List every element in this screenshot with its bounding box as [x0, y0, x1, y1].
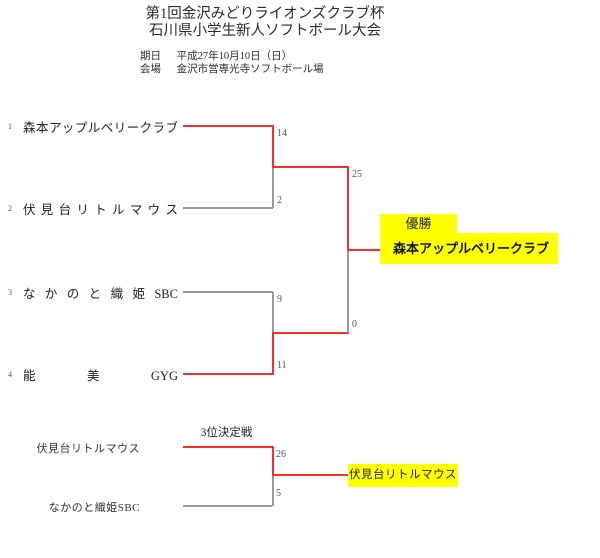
semifinal2-vertical-winner	[272, 333, 274, 375]
venue-row: 会場 金沢市営専光寺ソフトボール場	[140, 63, 324, 76]
third-place-title: 3位決定戦	[200, 427, 253, 439]
third-place-vertical-winner	[272, 446, 274, 476]
final-vertical-winner	[347, 166, 349, 251]
venue-value: 金沢市営専光寺ソフトボール場	[176, 64, 324, 75]
semifinal1-vertical-winner	[272, 125, 274, 167]
third-place-team-top-line	[183, 446, 272, 448]
champion-name: 森本アップルベリークラブ	[380, 233, 558, 264]
third-place-winner: 伏見台リトルマウス	[348, 464, 458, 487]
third-place-team-bottom-line	[183, 505, 272, 507]
venue-label: 会場	[140, 64, 161, 75]
semifinal2-top-score: 9	[277, 294, 282, 305]
final-bottom-score: 0	[352, 319, 357, 330]
seed-row-2: 2 伏見台リトルマウス	[8, 200, 178, 217]
semifinal2-bottom-score: 11	[277, 360, 287, 371]
third-place-team-bottom: なかのと織姫SBC	[48, 502, 140, 514]
date-row: 期日 平成27年10月10日（日）	[140, 50, 324, 63]
semifinal2-team4-line	[183, 373, 273, 375]
final-vertical-loser	[347, 251, 349, 333]
champion-label: 優勝	[380, 214, 457, 233]
final-top-score: 25	[352, 169, 362, 180]
semifinal2-team3-line	[183, 291, 273, 293]
seed-row-1: 1 森本アップルベリークラブ	[8, 118, 178, 135]
seed-row-3: 3 なかのと織姫SBC	[8, 284, 178, 301]
title-line2: 石川県小学生新人ソフトボール大会	[149, 23, 381, 39]
third-place-bottom-score: 5	[276, 488, 281, 499]
champion-connector	[347, 249, 380, 251]
semifinal1-vertical-loser	[272, 167, 274, 208]
team-name-2: 伏見台リトルマウス	[23, 202, 178, 217]
semifinal1-winner-connector	[272, 166, 349, 168]
semifinal1-team2-line	[183, 207, 273, 209]
semifinal1-team1-line	[183, 125, 273, 127]
seed-number-3: 3	[8, 287, 12, 297]
third-place-team-top: 伏見台リトルマウス	[36, 443, 140, 455]
third-place-vertical-loser	[272, 476, 274, 506]
seed-number-2: 2	[8, 203, 12, 213]
semifinal1-top-score: 14	[277, 128, 287, 139]
semifinal1-bottom-score: 2	[277, 195, 282, 206]
team-name-1: 森本アップルベリークラブ	[23, 120, 178, 135]
semifinal2-vertical-loser	[272, 292, 274, 333]
seed-number-1: 1	[8, 121, 12, 131]
team-name-3: なかのと織姫SBC	[23, 286, 178, 301]
date-value: 平成27年10月10日（日）	[176, 51, 293, 62]
date-label: 期日	[140, 51, 161, 62]
third-place-winner-connector	[272, 474, 348, 476]
tournament-title: 第1回金沢みどりライオンズクラブ杯 石川県小学生新人ソフトボール大会	[0, 6, 530, 40]
team-name-4: 能美GYG	[23, 368, 178, 383]
seed-row-4: 4 能美GYG	[8, 366, 178, 383]
seed-number-4: 4	[8, 369, 12, 379]
title-line1: 第1回金沢みどりライオンズクラブ杯	[145, 6, 385, 22]
third-place-top-score: 26	[276, 449, 286, 460]
semifinal2-winner-connector	[272, 332, 349, 334]
event-info: 期日 平成27年10月10日（日） 会場 金沢市営専光寺ソフトボール場	[140, 50, 324, 76]
